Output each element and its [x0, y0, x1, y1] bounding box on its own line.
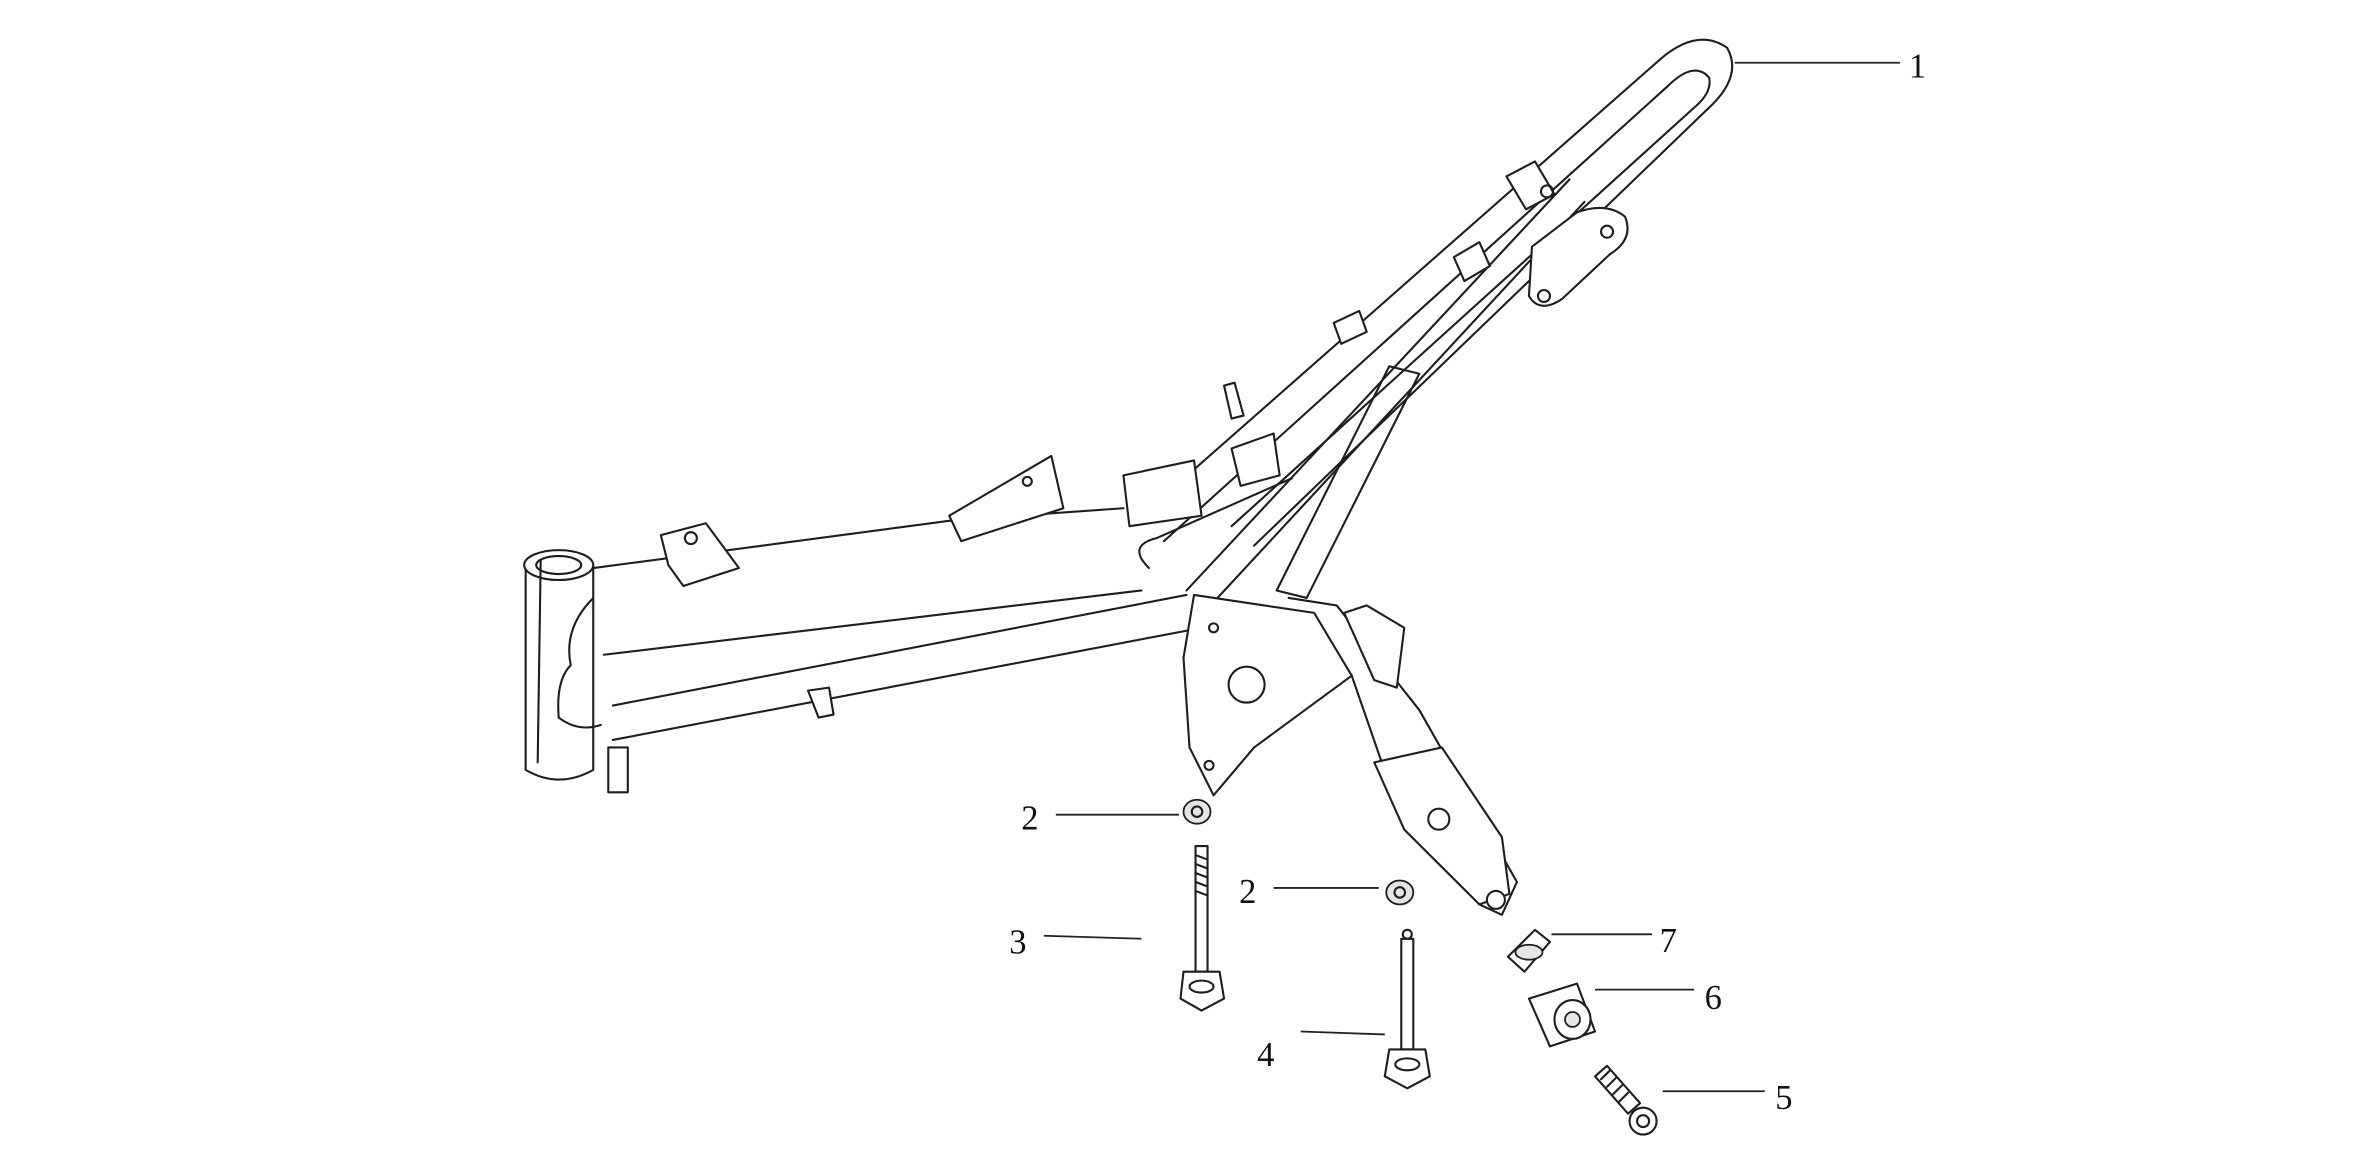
callout-2-lower: 2	[1239, 873, 1379, 911]
callout-label: 5	[1775, 1079, 1792, 1117]
callout-3: 3	[1009, 924, 1142, 962]
bolt-long-part	[1179, 845, 1226, 1012]
motorcycle-frame	[523, 38, 1734, 916]
callout-label: 2	[1239, 873, 1256, 911]
callout-2-upper: 2	[1021, 800, 1180, 838]
callout-4: 4	[1257, 1030, 1385, 1074]
callout-label: 6	[1705, 979, 1722, 1017]
nut-lower-part	[1385, 879, 1415, 906]
nut-upper-part	[1182, 798, 1212, 825]
spacer-part	[1527, 982, 1597, 1048]
callout-5: 5	[1662, 1079, 1793, 1117]
washer-part	[1506, 928, 1552, 973]
callout-6: 6	[1595, 979, 1722, 1017]
callout-label: 4	[1257, 1036, 1274, 1074]
callout-1: 1	[1734, 48, 1926, 86]
bolt-short-part	[1593, 1064, 1658, 1136]
callout-label: 3	[1009, 924, 1026, 962]
callout-label: 7	[1660, 922, 1677, 960]
callout-label: 1	[1909, 48, 1926, 86]
bolt-medium-part	[1383, 928, 1431, 1090]
callout-label: 2	[1021, 800, 1038, 838]
callout-7: 7	[1551, 922, 1677, 960]
